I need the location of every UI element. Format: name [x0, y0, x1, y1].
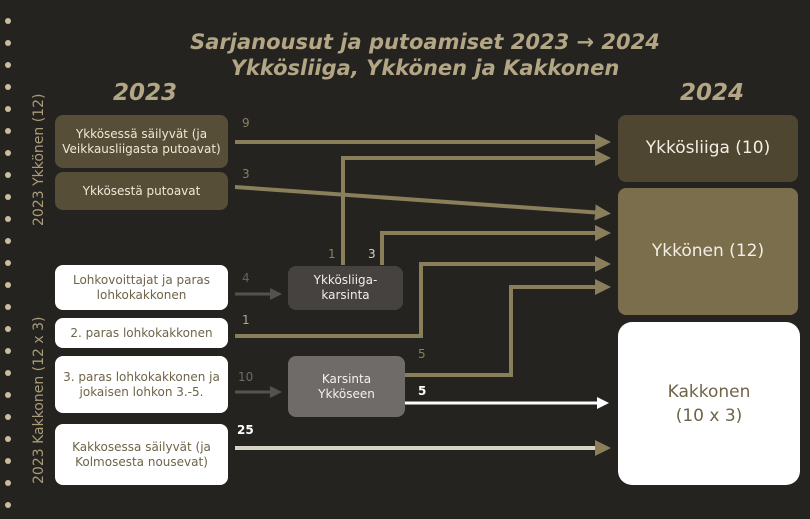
box-ykkosliiga-2024: Ykkösliiga (10) [618, 115, 798, 182]
box-ykkonen-2024: Ykkönen (12) [618, 188, 798, 315]
year-2024: 2024 [680, 80, 745, 106]
box-kakkonen-stay: Kakkosessa säilyvät (ja Kolmosesta nouse… [55, 424, 228, 485]
box-group-winners: Lohkovoittajat ja paras lohkokakkonen [55, 265, 228, 310]
year-2023: 2023 [113, 80, 178, 106]
box-kakkonen-2024: Kakkonen (10 x 3) [618, 322, 800, 485]
flow-count: 4 [242, 271, 250, 285]
box-ykkonen-playoff: Karsinta Ykköseen [288, 356, 405, 417]
arrow-second-runnerup [235, 256, 611, 338]
box-ykkonen-relegated: Ykkösestä putoavat [55, 172, 228, 210]
arrow-playoff-up [341, 150, 611, 265]
box-ykkosliiga-playoff: Ykkösliiga-karsinta [288, 266, 403, 310]
side-label-kakkonen: 2023 Kakkonen (12 x 3) [31, 316, 47, 484]
box-second-runnerup: 2. paras lohkokakkonen [55, 318, 228, 348]
box-third-etc: 3. paras lohkokakkonen ja jokaisen lohko… [55, 356, 228, 413]
flow-count: 3 [368, 247, 376, 261]
flow-count: 5 [418, 347, 426, 361]
kakkonen-label: Kakkonen [667, 381, 751, 402]
flow-count: 1 [242, 313, 250, 327]
flow-count: 10 [238, 370, 254, 384]
arrow-playoff2-up [405, 279, 611, 377]
side-label-ykkonen: 2023 Ykkönen (12) [31, 93, 47, 226]
kakkonen-count: (10 x 3) [675, 405, 743, 426]
box-ykkonen-stay: Ykkösessä säilyvät (ja Veikkausliigasta … [55, 115, 228, 168]
title-line2: Ykkösliiga, Ykkönen ja Kakkonen [230, 56, 620, 80]
title-line1: Sarjanousut ja putoamiset 2023 → 2024 [190, 30, 660, 54]
flow-count: 25 [237, 423, 254, 437]
flow-count: 5 [418, 384, 427, 398]
flow-count: 3 [242, 167, 250, 181]
flow-count: 9 [242, 116, 250, 130]
arrow-playoff-stay [380, 225, 611, 265]
flow-count: 1 [328, 247, 336, 261]
arrow-relegated [234, 185, 611, 221]
